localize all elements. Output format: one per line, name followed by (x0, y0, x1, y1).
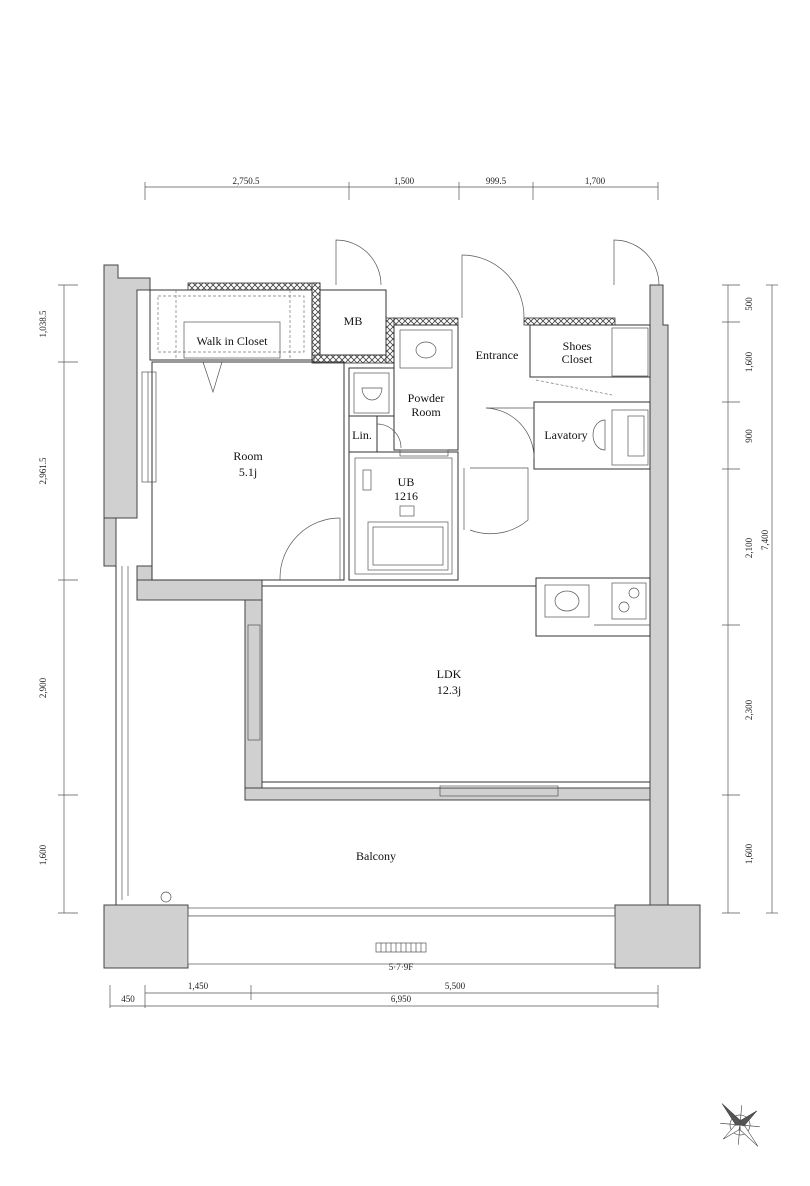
label-balcony: Balcony (356, 849, 396, 863)
label-ub-size: 1216 (394, 489, 418, 503)
label-lin: Lin. (352, 428, 372, 442)
bottom-dimensions: 1,450 5,500 450 6,950 (109, 981, 659, 1008)
partition-walls (187, 282, 616, 364)
label-powder-room-1: Powder (408, 391, 445, 405)
dim-left-2: 2,961.5 (38, 457, 48, 485)
dim-bottom-1: 1,450 (188, 981, 209, 991)
floor-note: 5·7·9F (389, 962, 414, 972)
top-dimensions: 2,750.5 1,500 999.5 1,700 (144, 176, 659, 200)
right-dimensions: 500 1,600 900 2,100 2,300 1,600 7,400 (722, 284, 778, 914)
dim-top-1: 2,750.5 (233, 176, 261, 186)
label-powder-room-2: Room (411, 405, 441, 419)
compass-icon (720, 1103, 760, 1147)
dim-left-4: 1,600 (38, 844, 48, 865)
dim-right-total: 7,400 (760, 529, 770, 550)
dim-top-4: 1,700 (585, 176, 606, 186)
dim-right-4: 2,100 (744, 537, 754, 558)
dim-bottom-4: 6,950 (391, 994, 412, 1004)
label-ldk-size: 12.3j (437, 683, 461, 697)
label-lavatory: Lavatory (544, 428, 587, 442)
walls (103, 264, 701, 969)
label-shoes-closet-2: Closet (562, 352, 593, 366)
dim-right-3: 900 (744, 429, 754, 443)
dim-left-1: 1,038.5 (38, 310, 48, 338)
label-room: Room (233, 449, 263, 463)
label-shoes-closet-1: Shoes (563, 339, 592, 353)
dim-bottom-3: 450 (121, 994, 135, 1004)
dim-right-2: 1,600 (744, 351, 754, 372)
label-mb: MB (344, 314, 363, 328)
label-walk-in-closet: Walk in Closet (196, 334, 268, 348)
dim-top-2: 1,500 (394, 176, 415, 186)
label-room-size: 5.1j (239, 465, 257, 479)
dim-left-3: 2,900 (38, 677, 48, 698)
dim-right-6: 1,600 (744, 843, 754, 864)
dim-right-1: 500 (744, 297, 754, 311)
label-ub: UB (398, 475, 415, 489)
dim-top-3: 999.5 (486, 176, 507, 186)
room-outlines (141, 239, 660, 953)
left-dimensions: 1,038.5 2,961.5 2,900 1,600 (38, 284, 78, 914)
room-labels: Walk in Closet MB Entrance Shoes Closet … (196, 314, 593, 972)
label-entrance: Entrance (476, 348, 519, 362)
label-ldk: LDK (437, 667, 462, 681)
dim-bottom-2: 5,500 (445, 981, 466, 991)
dim-right-5: 2,300 (744, 699, 754, 720)
